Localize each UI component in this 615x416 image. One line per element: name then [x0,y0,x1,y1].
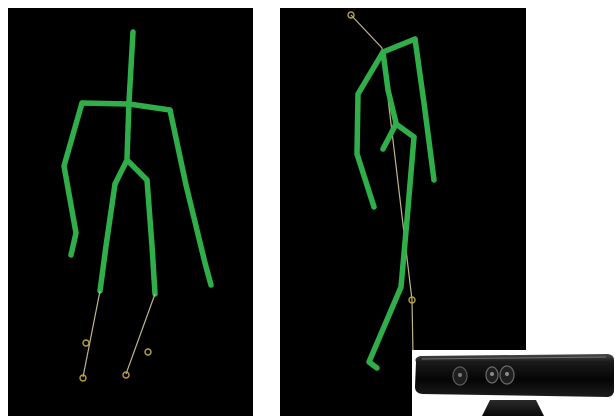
joint-left-knee [83,340,89,346]
bone-head-neck [351,15,382,48]
bone-right-shin [126,294,155,374]
bone-left-arm [64,103,82,255]
inferred-joints [80,340,151,381]
sensor-stand [482,400,544,416]
bone-hips [383,124,414,149]
bone-right-leg [147,180,155,294]
skeleton-front-icon [8,8,253,416]
bone-shoulders [383,39,415,52]
bone-left-leg [100,184,115,291]
bone-near-leg [369,137,414,368]
bone-spine [127,32,133,158]
bone-hips [115,160,147,184]
depth-sensor-icon [412,350,615,416]
bone-shoulders [82,103,170,110]
bone-far-arm [415,39,434,180]
bone-right-arm [170,110,211,285]
bone-near-arm [357,52,383,207]
skeleton-front-panel [8,8,253,416]
joint-right-knee [145,349,151,355]
depth-sensor [412,350,615,416]
bone-left-shin [83,291,100,377]
inferred-bones [351,15,414,408]
tracked-bones [64,32,211,294]
tracked-bones [357,39,434,368]
inferred-bones [83,291,155,377]
